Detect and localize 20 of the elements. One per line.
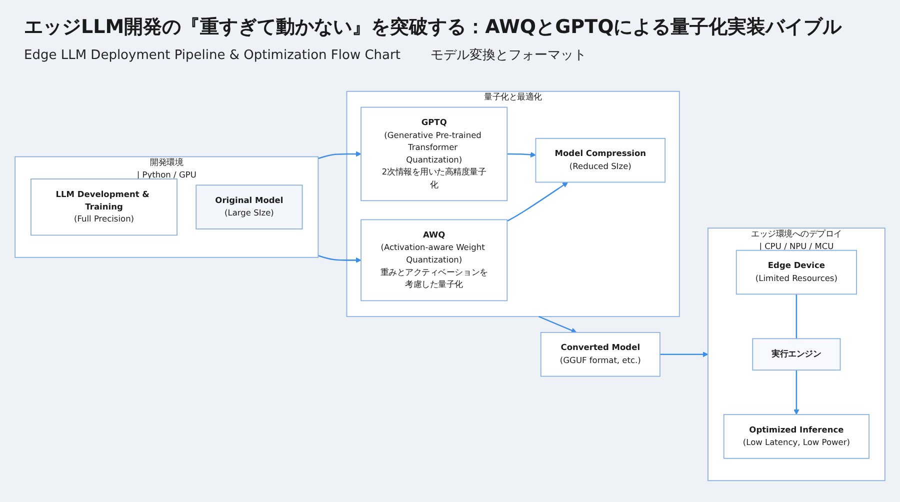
node-box: Converted Model (GGUF format, etc.): [540, 332, 660, 377]
column-heading: モデル変換とフォーマット: [430, 47, 586, 64]
node-box: 実行エンジン: [752, 338, 841, 371]
arrow: [506, 182, 568, 222]
title: エッジLLM開発の『重すぎて動かない』を突破する：AWQとGPTQによる量子化実装バイブル: [24, 15, 842, 40]
arrow: [318, 255, 362, 263]
arrow: [538, 316, 577, 334]
arrow: [794, 370, 800, 415]
arrow: [660, 352, 708, 358]
node-box: LLM Development & Training (Full Precision): [30, 178, 178, 236]
node-box: Optimized Inference (Low Latency, Low Power): [723, 414, 870, 459]
arrow: [318, 151, 362, 160]
node-box: GPTQ (Generative Pre-trained Transformer Quantization) 2次情報を用いた高精度量子化: [360, 106, 508, 202]
connector: [796, 294, 798, 339]
node-box: Edge Device (Limited Resources): [736, 250, 857, 295]
node-box: AWQ (Activation-aware Weight Quantization) 重みとアクティベーションを考慮した量子化: [360, 219, 508, 302]
node-box: Model Compression (Reduced SIze): [535, 138, 666, 183]
node-box: Original Model (Large SIze): [196, 184, 303, 230]
arrow: [507, 152, 536, 158]
subtitle: Edge LLM Deployment Pipeline & Optimization Flow Chart: [24, 48, 400, 63]
